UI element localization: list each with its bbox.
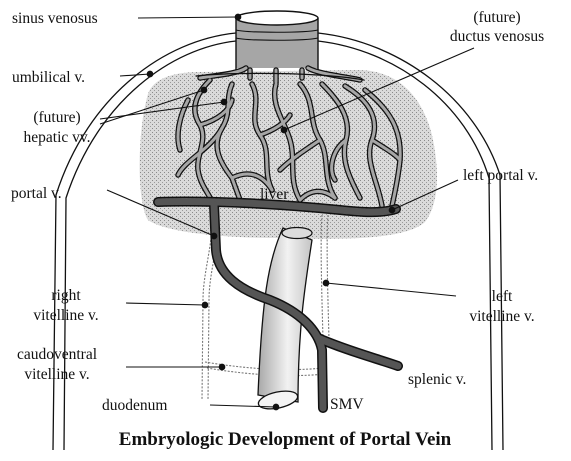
label-future-hv-line1: (future) [33,109,80,126]
leader-lines [99,13,475,411]
label-future-hv-line2: hepatic vv. [24,129,91,146]
portal-system [153,196,403,413]
sinus-venosus [235,10,319,70]
duodenum [257,226,313,410]
label-portal-v: portal v. [11,185,62,202]
label-future-dv-line2: ductus venosus [450,28,544,45]
label-left-portal-v: left portal v. [463,167,538,184]
diagram-title: Embryologic Development of Portal Vein [119,429,452,450]
label-right-vitelline-line1: right [51,287,81,304]
label-liver: liver [260,186,289,203]
label-sinus-venosus: sinus venosus [12,10,98,27]
label-splenic-v: splenic v. [408,371,466,388]
label-umbilical-v: umbilical v. [12,69,85,86]
label-duodenum: duodenum [102,397,167,414]
liver-shape [139,70,437,239]
label-left-vitelline-line2: vitelline v. [469,308,534,325]
label-left-vitelline-line1: left [492,288,513,305]
label-smv: SMV [330,396,364,413]
label-future-dv-line1: (future) [473,9,520,26]
label-caudoventral-line2: vitelline v. [24,366,89,383]
umbilical-veins [52,32,504,451]
label-right-vitelline-line2: vitelline v. [33,307,98,324]
label-caudoventral-line1: caudoventral [17,346,97,363]
hepatic-vein-network [175,65,403,209]
